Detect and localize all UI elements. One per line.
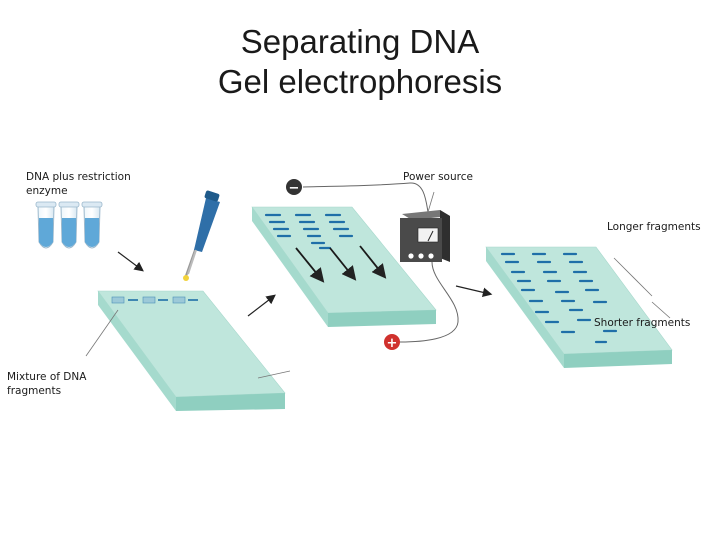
longer-fragments-pointer [613,257,653,297]
longer-fragments-label: Longer fragments [607,221,701,233]
mixture-pointer-line [85,309,119,357]
migration-arrow [359,245,387,279]
migration-arrow [329,247,357,281]
pipette-icon [183,190,220,281]
mixture-label-line-2: fragments [7,385,62,397]
power-source-label: Power source [403,171,473,183]
power-source-icon [400,191,450,262]
gel-slab-running [251,206,437,327]
gel-well [172,296,186,304]
mixture-label-line-1: Mixture of DNA [7,371,87,383]
shorter-fragments-label: Shorter fragments [594,317,691,329]
shorter-fragments-pointer [651,301,671,319]
test-tube-icon [35,201,57,249]
positive-electrode-icon: + [384,261,459,351]
positive-electrode-symbol: + [387,336,398,351]
gel-pointer-line [257,370,291,379]
arrow-to-gel-3 [455,285,493,298]
title-line-1: Separating DNA [240,23,480,60]
arrow-to-gel-2 [247,294,276,317]
title-line-2: Gel electrophoresis [217,63,503,100]
gel-slab-result [485,246,673,368]
gel-well [142,296,156,304]
test-tubes-icon [35,201,103,249]
gel-well [111,296,125,304]
arrow-to-gel-1 [117,251,144,272]
dna-restriction-label: DNA plus restriction enzyme [26,170,131,198]
negative-electrode-icon: − [286,179,429,213]
gel-slab-loading [97,290,286,411]
dna-restriction-label-line-1: DNA plus restriction [26,171,131,183]
mixture-label: Mixture of DNA fragments [7,370,86,398]
test-tube-icon [81,201,103,249]
result-bands [500,252,618,344]
band-group [264,213,354,250]
negative-electrode-symbol: − [289,181,300,196]
dna-restriction-label-line-2: enzyme [26,185,68,197]
migration-arrow [295,247,325,283]
page-title: Separating DNA Gel electrophoresis [0,22,720,102]
test-tube-icon [58,201,80,249]
